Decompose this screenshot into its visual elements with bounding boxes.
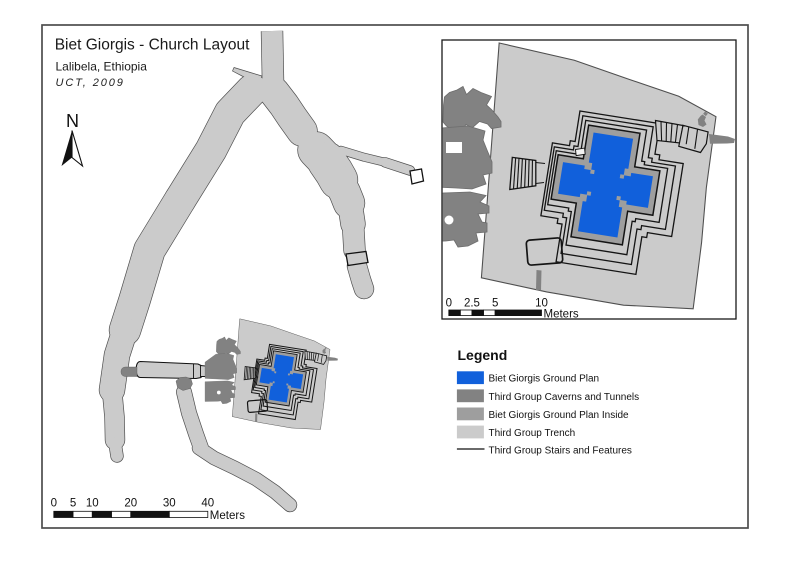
svg-text:20: 20	[124, 498, 137, 510]
svg-text:2.5: 2.5	[464, 298, 480, 310]
svg-text:UCT, 2009: UCT, 2009	[56, 77, 125, 89]
svg-text:30: 30	[163, 498, 176, 510]
svg-text:N: N	[66, 111, 79, 131]
svg-text:Legend: Legend	[458, 347, 508, 363]
svg-text:5: 5	[70, 498, 76, 510]
svg-text:Biet Giorgis Ground Plan: Biet Giorgis Ground Plan	[489, 374, 600, 385]
svg-text:Biet Giorgis - Church Layout: Biet Giorgis - Church Layout	[55, 37, 250, 54]
svg-text:40: 40	[201, 498, 214, 510]
svg-text:Third Group Trench: Third Group Trench	[489, 428, 576, 439]
svg-text:10: 10	[86, 498, 99, 510]
svg-text:Biet Giorgis Ground Plan Insid: Biet Giorgis Ground Plan Inside	[489, 410, 630, 421]
svg-text:0: 0	[51, 498, 57, 510]
svg-text:Third Group Stairs and Feature: Third Group Stairs and Features	[489, 445, 632, 456]
svg-text:Meters: Meters	[544, 309, 579, 321]
svg-text:0: 0	[446, 298, 452, 310]
svg-text:Lalibela, Ethiopia: Lalibela, Ethiopia	[56, 59, 148, 73]
svg-text:Third Group Caverns and Tunnel: Third Group Caverns and Tunnels	[489, 392, 640, 403]
svg-text:5: 5	[492, 298, 498, 310]
svg-text:Meters: Meters	[210, 510, 245, 522]
